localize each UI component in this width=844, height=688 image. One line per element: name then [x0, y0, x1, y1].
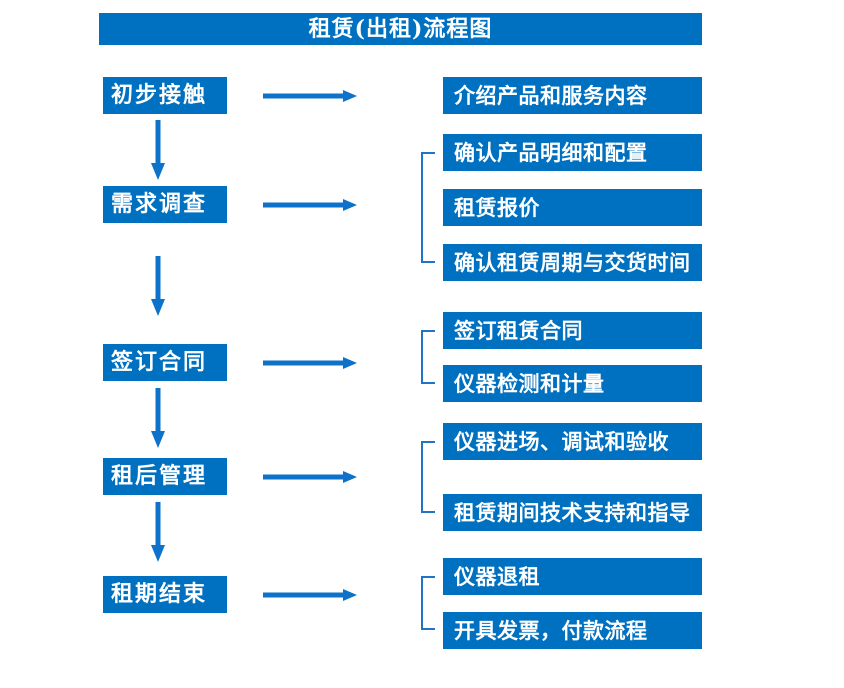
group-bracket	[421, 152, 435, 263]
group-bracket	[421, 330, 435, 384]
stage-box-post-rental-management: 租后管理	[103, 458, 227, 495]
arrow-right-icon	[263, 471, 357, 483]
stage-box-contract-signing: 签订合同	[103, 344, 227, 381]
arrow-right-icon	[263, 589, 357, 601]
output-box: 仪器退租	[443, 558, 702, 595]
arrow-right-icon	[263, 199, 357, 211]
stage-box-demand-survey: 需求调查	[103, 186, 227, 223]
arrow-right-icon	[263, 357, 357, 369]
arrow-down-icon	[151, 502, 165, 562]
output-box: 仪器检测和计量	[443, 365, 702, 402]
group-bracket	[421, 441, 435, 513]
output-box: 租赁期间技术支持和指导	[443, 494, 702, 531]
output-box: 确认租赁周期与交货时间	[443, 244, 702, 281]
output-box: 租赁报价	[443, 189, 702, 226]
arrow-down-icon	[151, 388, 165, 448]
arrow-down-icon	[151, 256, 165, 316]
arrow-right-icon	[263, 90, 357, 102]
group-bracket	[421, 576, 435, 630]
arrow-down-icon	[151, 120, 165, 180]
output-box: 签订租赁合同	[443, 312, 702, 349]
stage-box-rental-end: 租期结束	[103, 576, 227, 613]
output-box: 介绍产品和服务内容	[443, 77, 702, 114]
stage-box-initial-contact: 初步接触	[103, 77, 227, 114]
output-box: 确认产品明细和配置	[443, 134, 702, 171]
output-box: 仪器进场、调试和验收	[443, 423, 702, 460]
diagram-title: 租赁(出租)流程图	[99, 13, 702, 45]
output-box: 开具发票，付款流程	[443, 612, 702, 649]
